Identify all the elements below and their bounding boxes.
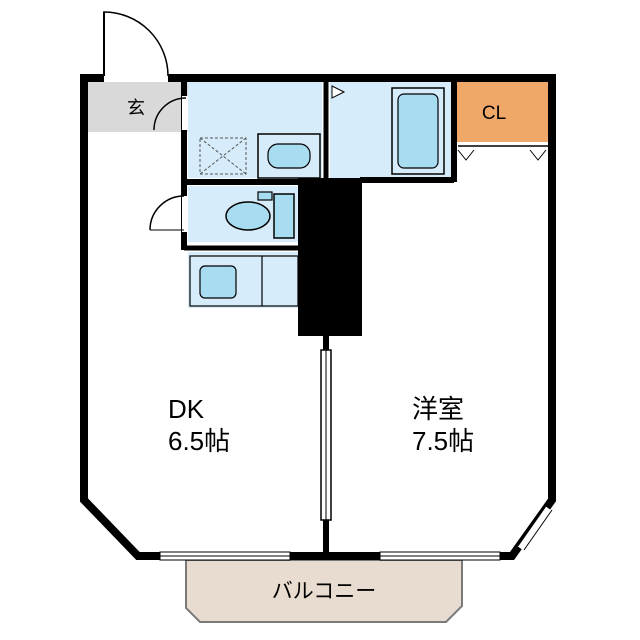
balcony-label: バルコニー (272, 580, 377, 603)
closet-area (456, 82, 550, 142)
entrance-label: 玄 (127, 98, 145, 118)
dk-name: DK (168, 394, 205, 424)
washer-pan (199, 137, 247, 175)
dk-size: 6.5帖 (168, 426, 230, 456)
outer-wall (80, 74, 556, 560)
entrance-area (88, 82, 188, 132)
entrance-door-swing (103, 11, 169, 77)
kitchen-sink (199, 265, 237, 299)
closet-label: CL (482, 103, 506, 124)
toilet-fixture (225, 191, 295, 239)
pipe-shaft (298, 178, 362, 336)
western-name: 洋室 (412, 394, 464, 424)
western-size: 7.5帖 (412, 426, 474, 456)
